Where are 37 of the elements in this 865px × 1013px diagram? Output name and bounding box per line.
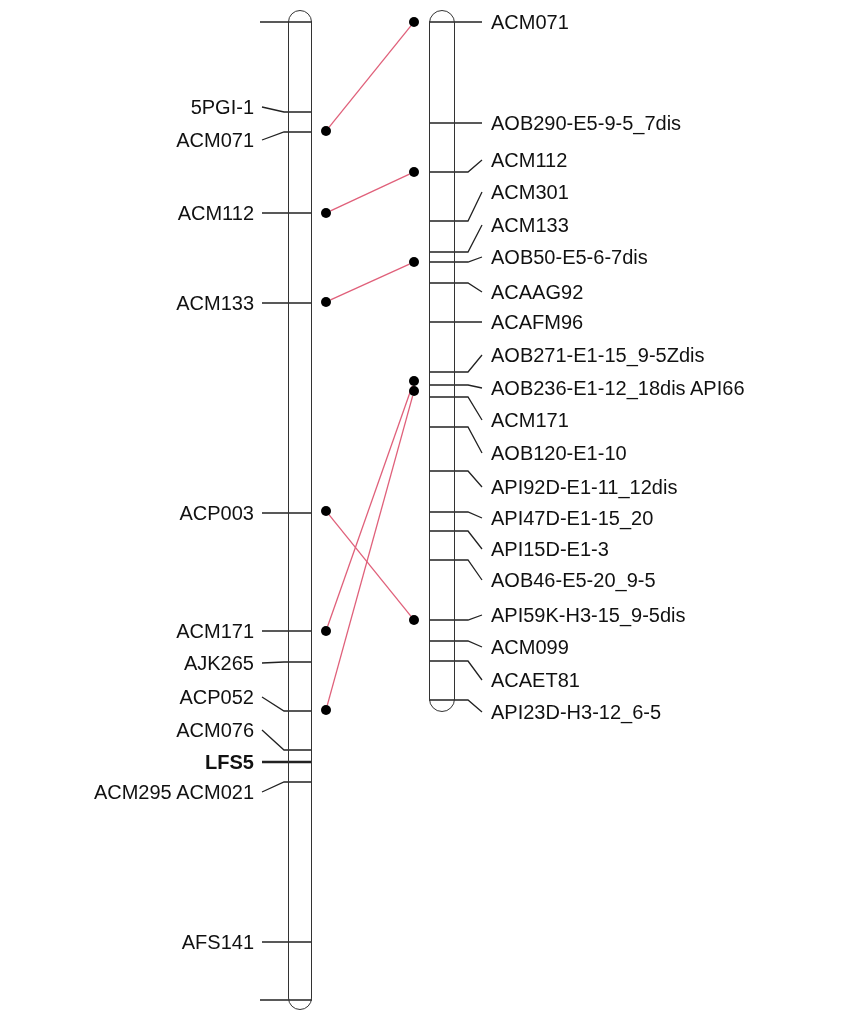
- marker-label: ACAFM96: [491, 310, 584, 334]
- marker-label: ACM171: [491, 408, 569, 432]
- marker-label: ACP003: [179, 501, 254, 525]
- marker-label: ACM171: [176, 619, 254, 643]
- marker-label: ACM099: [491, 635, 569, 659]
- connector-line: [328, 25, 412, 128]
- connector-line: [326, 395, 414, 706]
- marker-label: ACM295 ACM021: [93, 780, 254, 804]
- marker-label: ACM133: [491, 213, 569, 237]
- marker-label: AJK265: [183, 651, 254, 675]
- marker-label: AOB46-E5-20_9-5: [491, 568, 656, 592]
- marker-label: ACM301: [491, 180, 569, 204]
- marker-label: API23D-H3-12_6-5: [491, 700, 662, 724]
- marker-label: API59K-H3-15_9-5dis: [491, 603, 686, 627]
- marker-label: ACM112: [177, 201, 254, 225]
- marker-label: AOB236-E1-12_18dis API66: [491, 376, 745, 400]
- marker-label: ACAET81: [491, 668, 580, 692]
- connector-line: [328, 514, 412, 617]
- marker-label: ACM133: [176, 291, 254, 315]
- connector-line: [329, 263, 411, 301]
- marker-label: ACP052: [179, 685, 254, 709]
- marker-label: AOB290-E5-9-5_7dis: [491, 111, 682, 135]
- marker-label: AOB50-E5-6-7dis: [491, 245, 648, 269]
- marker-label: ACM071: [491, 10, 569, 34]
- marker-label: 5PGI-1: [190, 95, 254, 119]
- marker-label: API15D-E1-3: [491, 537, 609, 561]
- marker-label: API92D-E1-11_12dis: [491, 475, 678, 499]
- marker-label: ACM071: [176, 128, 254, 152]
- marker-label: ACAAG92: [491, 280, 584, 304]
- marker-label: AOB120-E1-10: [491, 441, 627, 465]
- connector-line: [329, 173, 411, 212]
- marker-label: ACM076: [176, 718, 254, 742]
- marker-label: AFS141: [181, 930, 254, 954]
- marker-label: API47D-E1-15_20: [491, 506, 654, 530]
- marker-label: LFS5: [205, 750, 254, 774]
- marker-label: ACM112: [491, 148, 568, 172]
- marker-label: AOB271-E1-15_9-5Zdis: [491, 343, 705, 367]
